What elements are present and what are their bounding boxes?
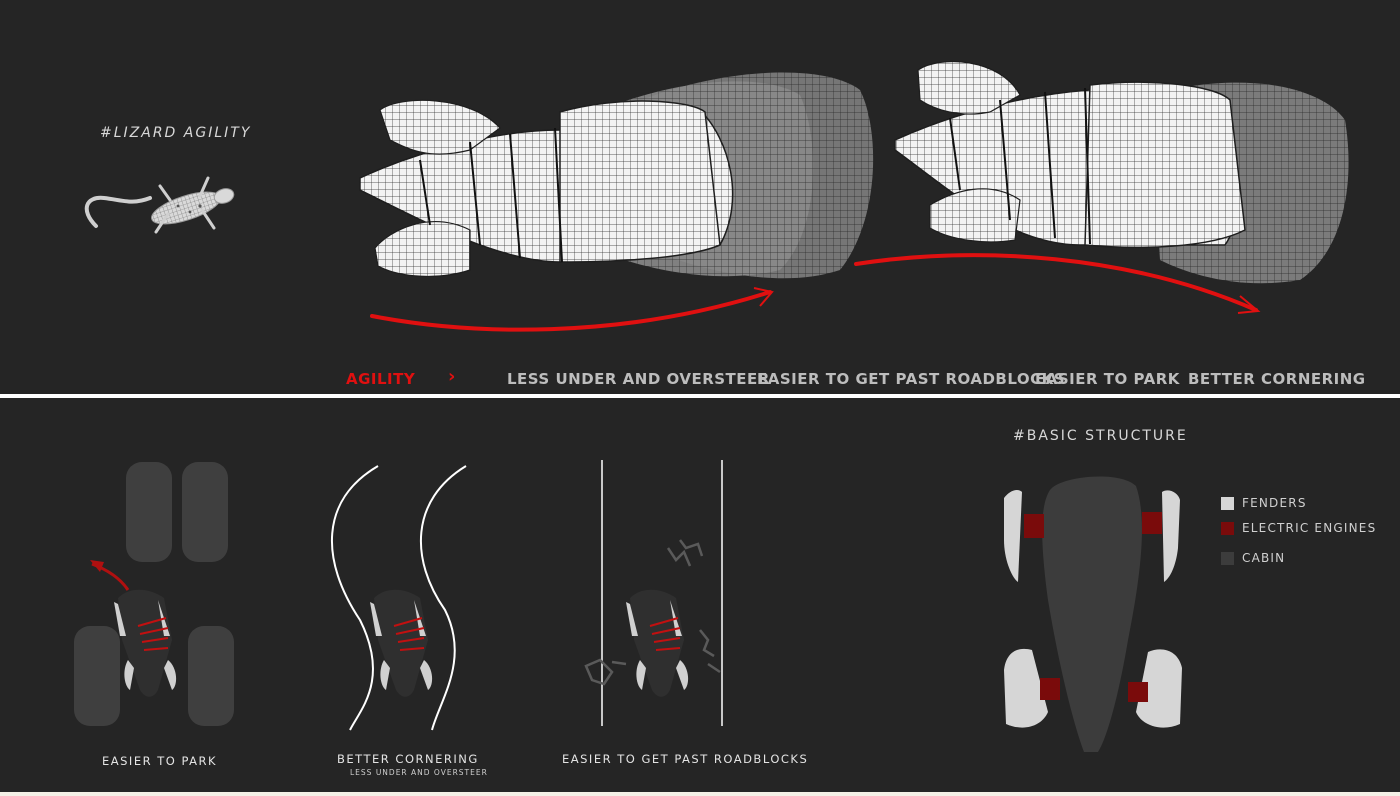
tag-better-cornering: BETTER CORNERING [1188, 370, 1366, 388]
structure-title: #BASIC STRUCTURE [1013, 428, 1188, 444]
legend-item-cabin: CABIN [1221, 551, 1285, 565]
car-mesh-render-2 [894, 60, 1349, 284]
caption-past-roadblocks: EASIER TO GET PAST ROADBLOCKS [562, 752, 809, 766]
cornering-scenario-illustration [330, 465, 467, 731]
legend-label-electric-engines: ELECTRIC ENGINES [1242, 521, 1377, 535]
legend-swatch-cabin [1221, 551, 1234, 565]
caption-easier-to-park: EASIER TO PARK [102, 754, 218, 768]
legend-item-electric-engines: ELECTRIC ENGINES [1221, 521, 1376, 535]
tag-agility: AGILITY [346, 370, 416, 388]
parking-scenario-illustration [74, 462, 234, 726]
roadblocks-scenario-illustration [584, 460, 723, 726]
panel-divider [0, 394, 1400, 398]
car-mesh-render-1 [359, 72, 874, 279]
legend-label-fenders: FENDERS [1242, 496, 1307, 510]
lizard-icon [84, 176, 235, 234]
chevron-right-icon: › [448, 366, 457, 387]
tag-less-under-oversteer: LESS UNDER AND OVERSTEER [507, 370, 770, 388]
legend-item-fenders: FENDERS [1221, 496, 1307, 510]
legend-label-cabin: CABIN [1242, 551, 1286, 565]
caption-better-cornering: BETTER CORNERING [337, 752, 479, 766]
tag-easier-to-park: EASIER TO PARK [1035, 370, 1180, 388]
inspiration-title: #LIZARD AGILITY [100, 125, 252, 141]
tag-past-roadblocks: EASIER TO GET PAST ROADBLOCKS [757, 370, 1066, 388]
subcaption-less-under-oversteer: LESS UNDER AND OVERSTEER [350, 768, 488, 777]
legend-swatch-electric-engines [1221, 521, 1234, 535]
motion-arrow-1 [370, 287, 774, 332]
motion-arrow-2 [854, 253, 1261, 314]
bottom-edge [0, 792, 1400, 796]
basic-structure-diagram [1004, 476, 1182, 752]
legend-swatch-fenders [1221, 496, 1234, 510]
